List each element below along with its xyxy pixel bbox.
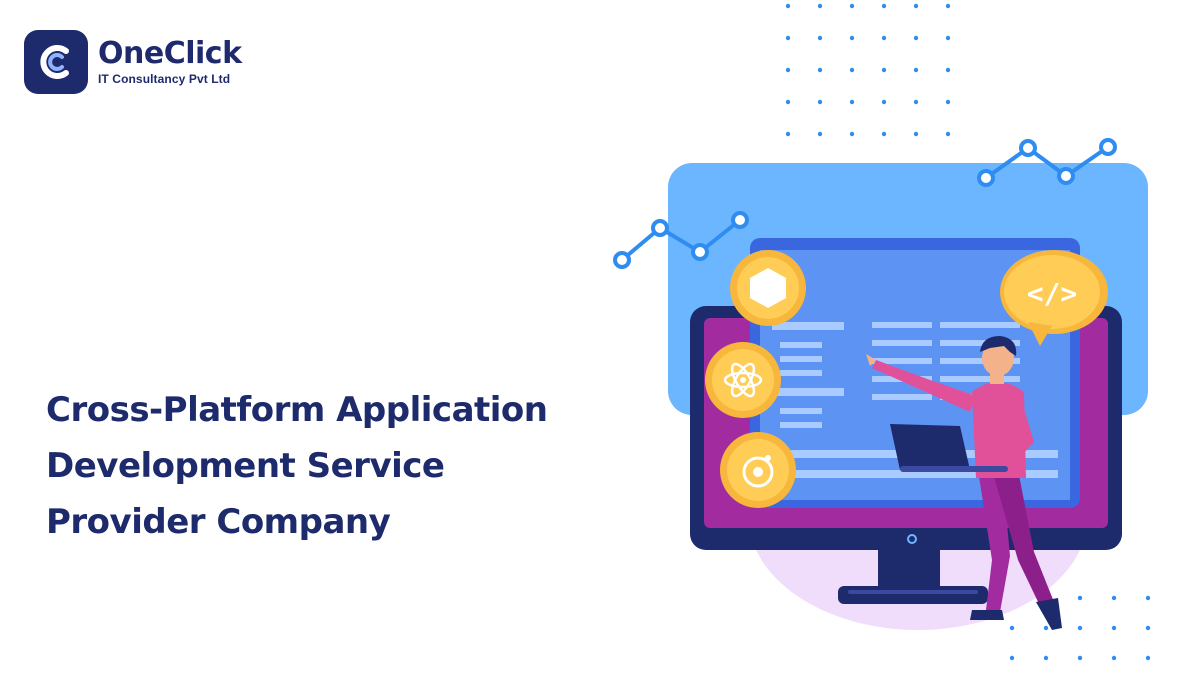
decor-dot [1077, 595, 1083, 601]
decor-dot [945, 99, 951, 105]
brand-tagline: IT Consultancy Pvt Ltd [98, 72, 231, 86]
decor-dot [1145, 625, 1151, 631]
decor-dot [1009, 625, 1015, 631]
decor-dot [1077, 655, 1083, 661]
laptop-icon [890, 424, 1008, 472]
decor-dot [785, 67, 791, 73]
decor-dot [913, 131, 919, 137]
decor-dot [913, 67, 919, 73]
developer-illustration: </> [600, 0, 1200, 675]
decor-dot [945, 3, 951, 9]
decor-dot [945, 35, 951, 41]
decor-dot [913, 3, 919, 9]
dot-grid-bottom [1009, 595, 1151, 661]
decor-dot [849, 67, 855, 73]
decor-dot [785, 131, 791, 137]
decor-dot [1145, 655, 1151, 661]
decor-dot [1111, 595, 1117, 601]
headline-line-1: Cross-Platform Application [46, 390, 548, 430]
page-headline: Cross-Platform Application Development S… [46, 382, 626, 550]
decor-dot [849, 3, 855, 9]
decor-dot [1111, 625, 1117, 631]
developer-figure [866, 336, 1062, 630]
decor-dot [1009, 655, 1015, 661]
decor-dot [817, 131, 823, 137]
decor-dot [945, 67, 951, 73]
atom-icon [705, 342, 781, 418]
brand-name: OneClick [98, 36, 242, 71]
decor-dot [881, 3, 887, 9]
decor-dot [1145, 595, 1151, 601]
decor-dot [1043, 625, 1049, 631]
brand-text: OneClick IT Consultancy Pvt Ltd [98, 36, 242, 87]
decor-dot [881, 67, 887, 73]
decor-dot [913, 35, 919, 41]
decor-dot [849, 35, 855, 41]
trend-line-icon [620, 145, 1110, 262]
headline-line-2: Development Service [46, 446, 445, 486]
decor-dot [1077, 625, 1083, 631]
decor-dot [817, 3, 823, 9]
decor-dot [881, 35, 887, 41]
trend-line-points [613, 138, 1117, 269]
ring-icon [720, 432, 796, 508]
code-bubble-text: </> [1027, 277, 1078, 310]
hexagon-icon [730, 250, 806, 326]
headline-line-3: Provider Company [46, 502, 391, 542]
decor-dot [945, 131, 951, 137]
oneclick-logo-icon [24, 30, 88, 94]
code-icon: </> [1000, 250, 1108, 346]
decor-dot [881, 99, 887, 105]
decor-dot [817, 67, 823, 73]
decor-dot [849, 99, 855, 105]
decor-dot [817, 35, 823, 41]
decor-dot [881, 131, 887, 137]
decor-dot [785, 35, 791, 41]
brand-logo[interactable]: OneClick IT Consultancy Pvt Ltd [24, 30, 242, 94]
decor-dot [785, 3, 791, 9]
decor-dot [849, 131, 855, 137]
dot-grid-top [785, 3, 951, 137]
decor-dot [1043, 655, 1049, 661]
decor-dot [1111, 655, 1117, 661]
decor-dot [817, 99, 823, 105]
decor-dot [913, 99, 919, 105]
decor-dot [785, 99, 791, 105]
monitor-stand [838, 548, 988, 604]
